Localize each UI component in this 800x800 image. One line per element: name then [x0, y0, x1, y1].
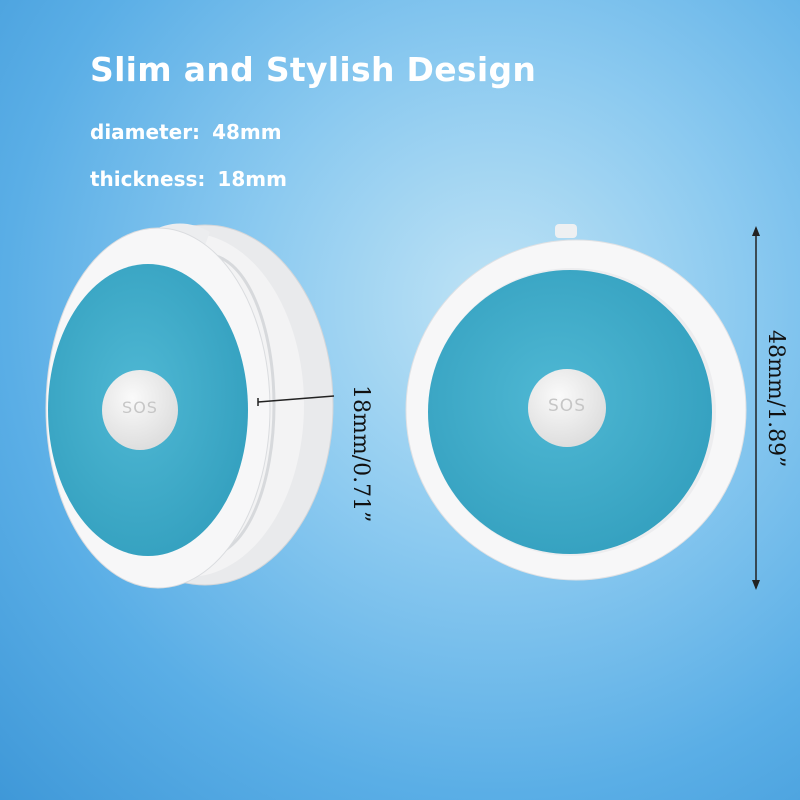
thickness-label: thickness:	[90, 167, 206, 191]
sos-button-left	[102, 370, 178, 450]
thickness-measure-line	[257, 395, 335, 406]
diameter-value: 48mm	[212, 120, 282, 144]
diameter-dimension-label: 48mm/1.89”	[763, 330, 788, 468]
thickness-dimension-label: 18mm/0.71”	[348, 385, 373, 523]
thickness-spec: thickness: 18mm	[90, 167, 287, 191]
thickness-value: 18mm	[217, 167, 287, 191]
device-side-view	[45, 223, 334, 589]
diameter-label: diameter:	[90, 120, 201, 144]
headline: Slim and Stylish Design	[90, 50, 537, 89]
diameter-spec: diameter: 48mm	[90, 120, 282, 144]
diameter-measure-line	[752, 226, 760, 590]
sos-label-left: SOS	[122, 398, 158, 417]
sos-label-right: SOS	[548, 396, 586, 416]
device-front-view	[405, 224, 747, 581]
sos-button-right	[528, 369, 606, 447]
